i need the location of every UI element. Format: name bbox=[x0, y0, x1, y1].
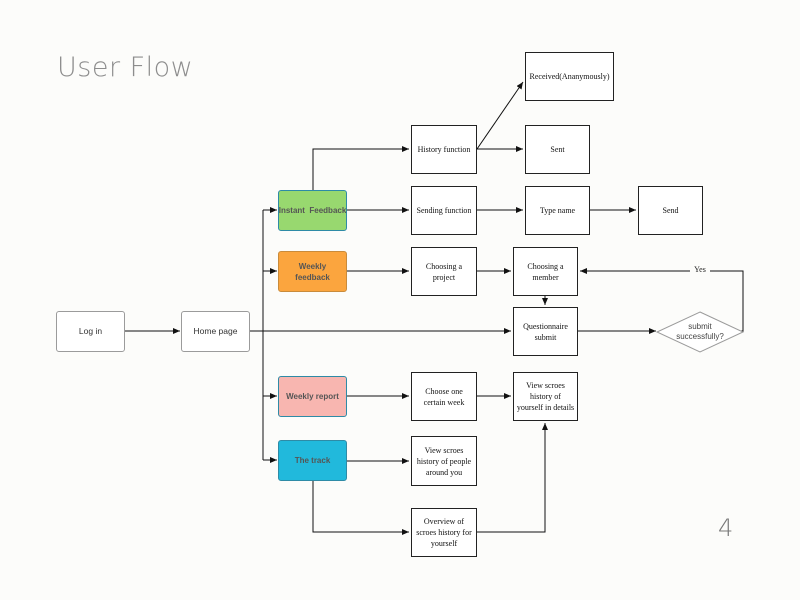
node-choosing-member-label: Choosing a member bbox=[527, 261, 564, 282]
node-choose-week-label: Choose one certain week bbox=[423, 386, 465, 407]
node-weekly-feedback: Weekly feedback bbox=[278, 251, 347, 292]
page-number: 4 bbox=[718, 514, 734, 542]
node-history-function: History function bbox=[411, 125, 477, 174]
node-sent: Sent bbox=[525, 125, 590, 174]
node-sending-function-label: Sending function bbox=[416, 206, 472, 215]
edge-overview-viewself bbox=[477, 423, 548, 533]
edge-track-overview bbox=[312, 481, 409, 535]
edge-home-trunk bbox=[250, 210, 264, 460]
node-choose-week: Choose one certain week bbox=[411, 372, 477, 421]
node-overview-history: Overview of scroes history for yourself bbox=[411, 508, 477, 557]
node-choosing-member: Choosing a member bbox=[513, 247, 578, 296]
node-history-function-label: History function bbox=[417, 145, 471, 154]
node-type-name-label: Type name bbox=[539, 206, 576, 215]
node-view-history-people: View scroes history of people around you bbox=[411, 436, 477, 486]
node-view-history-self: View scroes history of yourself in detai… bbox=[513, 372, 578, 421]
node-received: Received(Ananymously) bbox=[525, 52, 614, 101]
node-home: Home page bbox=[181, 311, 250, 352]
node-login: Log in bbox=[56, 311, 125, 352]
decision-diamond bbox=[655, 311, 745, 353]
node-weekly-feedback-label: Weekly feedback bbox=[295, 261, 330, 282]
node-weekly-report-label: Weekly report bbox=[286, 392, 339, 401]
node-sent-label: Sent bbox=[550, 145, 565, 154]
node-received-label: Received(Ananymously) bbox=[529, 72, 610, 81]
node-the-track-label: The track bbox=[294, 456, 331, 465]
edge-history-received bbox=[476, 81, 524, 150]
node-home-label: Home page bbox=[193, 326, 238, 336]
slide-title: User Flow bbox=[57, 52, 194, 83]
node-send: Send bbox=[638, 186, 703, 235]
node-type-name: Type name bbox=[525, 186, 590, 235]
node-view-history-people-label: View scroes history of people around you bbox=[416, 445, 472, 477]
decision-label-text: submit successfully? bbox=[676, 322, 724, 341]
decision-label: submit successfully? bbox=[657, 312, 743, 352]
node-instant-feedback-label: Instant Feedback bbox=[278, 206, 347, 215]
node-weekly-report: Weekly report bbox=[278, 376, 347, 417]
node-questionnaire-label: Questionnaire submit bbox=[523, 321, 568, 342]
node-overview-history-label: Overview of scroes history for yourself bbox=[416, 517, 472, 548]
node-instant-feedback: Instant Feedback bbox=[278, 190, 347, 231]
node-choosing-project-label: Choosing a project bbox=[425, 261, 463, 282]
node-questionnaire: Questionnaire submit bbox=[513, 307, 578, 356]
node-choosing-project: Choosing a project bbox=[411, 247, 477, 296]
node-send-label: Send bbox=[662, 206, 679, 215]
node-sending-function: Sending function bbox=[411, 186, 477, 235]
node-login-label: Log in bbox=[78, 326, 103, 336]
edge-label-yes: Yes bbox=[690, 265, 710, 275]
edge-instant-history bbox=[312, 146, 409, 190]
node-view-history-self-label: View scroes history of yourself in detai… bbox=[516, 381, 575, 412]
node-the-track: The track bbox=[278, 440, 347, 481]
